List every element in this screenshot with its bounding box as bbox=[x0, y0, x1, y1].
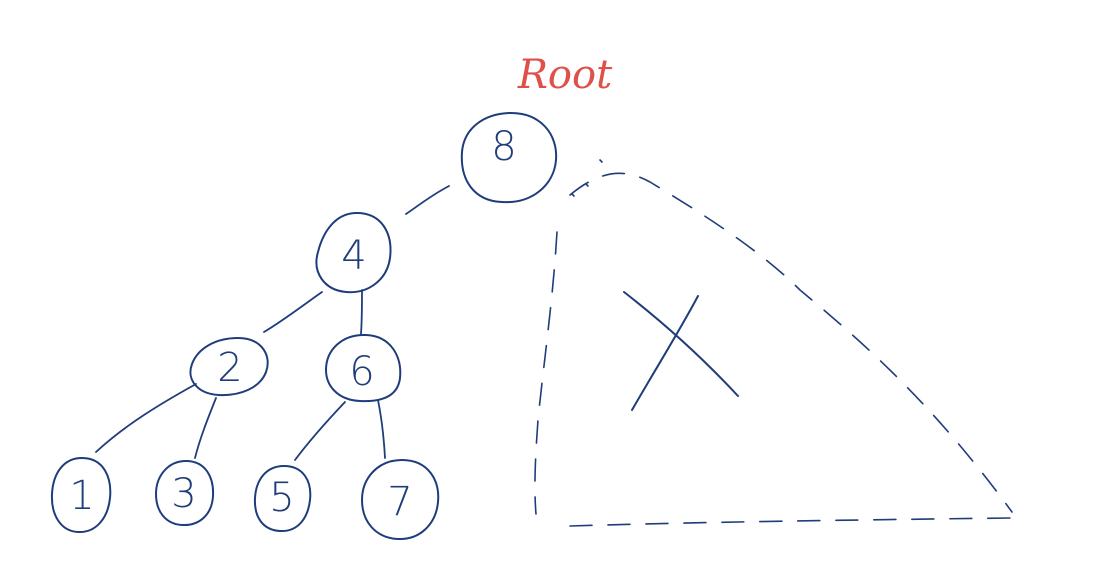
triangle-bottom-side bbox=[569, 517, 1011, 527]
edge-8-4 bbox=[405, 185, 450, 215]
node-5-circle bbox=[253, 465, 312, 533]
node-2-label: 2 bbox=[217, 345, 242, 391]
node-2: 2 bbox=[189, 337, 269, 397]
node-8-circle bbox=[460, 111, 558, 204]
edges bbox=[95, 185, 450, 461]
node-2-circle bbox=[189, 337, 269, 397]
node-7-circle bbox=[361, 459, 440, 541]
edge-2-3 bbox=[194, 397, 217, 459]
node-8: 8 bbox=[460, 111, 558, 204]
node-7: 7 bbox=[361, 459, 440, 541]
triangle-left-side bbox=[534, 231, 558, 515]
edge-2-1 bbox=[95, 383, 197, 453]
root-label: Root bbox=[517, 52, 613, 98]
node-6-circle bbox=[325, 333, 402, 403]
node-3-circle bbox=[155, 460, 215, 527]
node-4-label: 4 bbox=[341, 233, 366, 279]
node-5: 5 bbox=[253, 465, 312, 533]
node-4-circle bbox=[315, 211, 392, 294]
node-5-label: 5 bbox=[269, 475, 294, 521]
edge-6-7 bbox=[377, 399, 386, 459]
triangle-apex-dots bbox=[571, 159, 603, 197]
node-6: 6 bbox=[325, 333, 402, 403]
edge-6-5 bbox=[294, 401, 346, 461]
node-3-label: 3 bbox=[171, 471, 196, 517]
node-1-circle bbox=[50, 457, 112, 534]
x-mark-stroke-1 bbox=[623, 291, 739, 397]
node-3: 3 bbox=[155, 460, 215, 527]
x-mark bbox=[623, 291, 739, 411]
node-4: 4 bbox=[315, 211, 392, 294]
node-1-label: 1 bbox=[69, 473, 94, 519]
node-1: 1 bbox=[50, 457, 112, 534]
edge-4-2 bbox=[263, 291, 323, 333]
node-8-label: 8 bbox=[491, 124, 516, 170]
node-6-label: 6 bbox=[349, 349, 374, 395]
edge-4-6 bbox=[360, 289, 363, 335]
x-mark-stroke-2 bbox=[631, 295, 699, 411]
node-7-label: 7 bbox=[387, 479, 412, 525]
triangle-top-side bbox=[569, 172, 1013, 513]
dashed-subtree-triangle bbox=[534, 159, 1013, 527]
